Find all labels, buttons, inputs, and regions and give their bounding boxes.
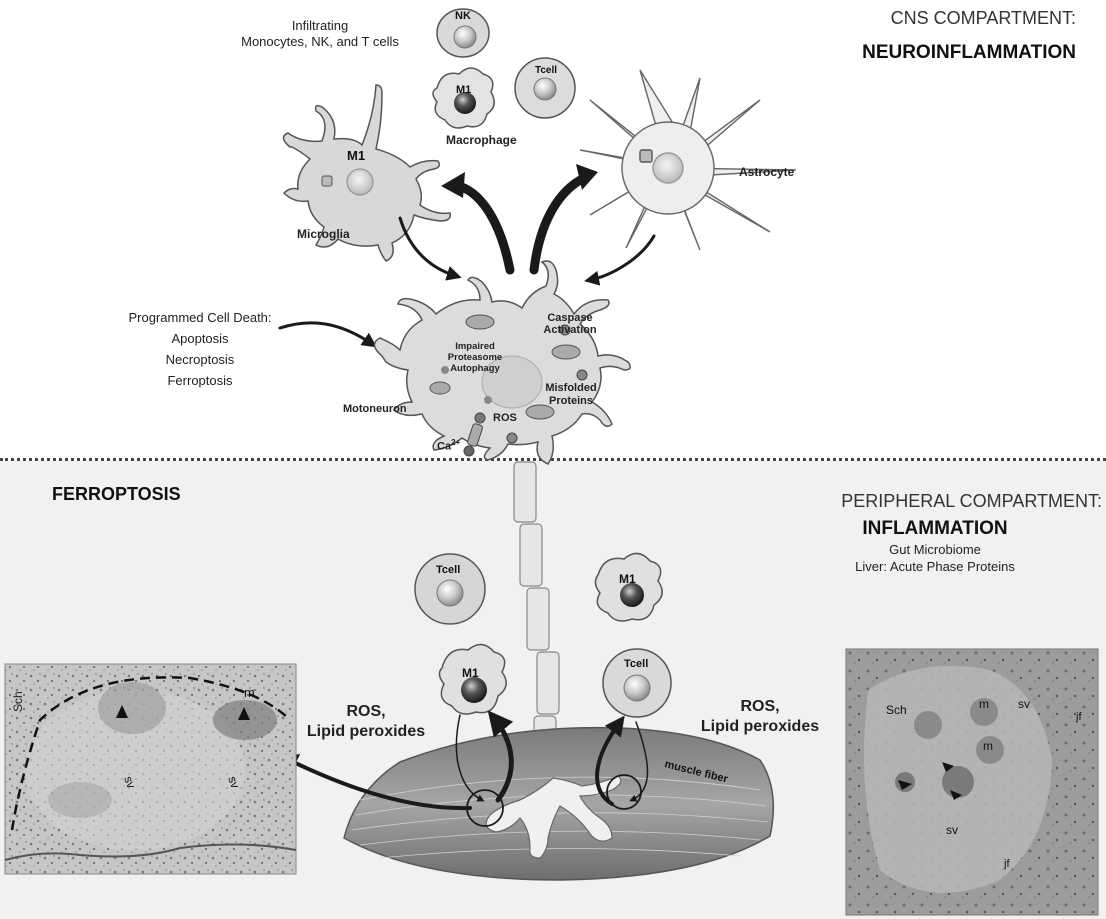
peripheral-line2: Liver: Acute Phase Proteins xyxy=(855,559,1015,574)
misfolded-label: Misfolded Proteins xyxy=(535,382,607,408)
nk-cell-label: NK xyxy=(455,10,471,22)
cns-arrowheads xyxy=(441,164,598,198)
caspase-line2: Activation xyxy=(543,324,597,336)
death-line3: Necroptosis xyxy=(165,352,235,367)
t-cell-cns-label: Tcell xyxy=(535,65,557,76)
t-cell-periph-bottom: Tcell xyxy=(602,648,672,718)
micrograph-right-m1: m xyxy=(979,697,989,711)
death-line1: Programmed Cell Death: xyxy=(128,310,272,325)
micrograph-right: Sch m m sv sv jf jf xyxy=(845,648,1099,916)
macrophage-periph-bottom-label: M1 xyxy=(462,666,479,680)
ros-right-line1: ROS, xyxy=(740,698,780,715)
ros-left-line1: ROS, xyxy=(346,703,386,720)
micrograph-right-sch: Sch xyxy=(886,703,907,717)
impaired-label: Impaired Proteasome Autophagy xyxy=(431,341,519,374)
micrograph-right-jf1: jf xyxy=(1075,711,1082,723)
macrophage-periph-top-label: M1 xyxy=(619,572,636,586)
micrograph-right-m2: m xyxy=(983,739,993,753)
ros-left-line2: Lipid peroxides xyxy=(306,723,426,740)
death-line4: Ferroptosis xyxy=(167,373,233,388)
cns-title: CNS COMPARTMENT: xyxy=(890,8,1076,28)
motoneuron-label: Motoneuron xyxy=(343,403,407,415)
t-cell-periph-top-label: Tcell xyxy=(436,564,460,576)
micrograph-left-sch: Sch xyxy=(11,691,25,712)
micrograph-left-sv1: sv xyxy=(121,774,138,790)
peripheral-subtitle: INFLAMMATION xyxy=(862,518,1008,539)
cns-subtitle: NEUROINFLAMMATION xyxy=(862,42,1076,63)
ros-right-line2: Lipid peroxides xyxy=(700,718,820,735)
infiltrating-line1: Infiltrating xyxy=(291,18,349,33)
programmed-cell-death-label: Programmed Cell Death: Apoptosis Necropt… xyxy=(100,307,300,391)
astrocyte-cell xyxy=(579,69,797,251)
impaired-line1: Impaired xyxy=(455,341,495,352)
t-cell-cns: Tcell xyxy=(514,57,576,119)
calcium-label: Ca2+ xyxy=(437,438,460,453)
death-line2: Apoptosis xyxy=(171,331,229,346)
peripheral-block: INFLAMMATION Gut Microbiome Liver: Acute… xyxy=(800,517,1070,575)
macrophage-m1-label: M1 xyxy=(456,84,471,96)
macrophage-periph-top: M1 xyxy=(594,552,663,622)
micrograph-right-sv2: sv xyxy=(946,823,958,837)
micrograph-left-sv2: sv xyxy=(225,774,242,790)
misfolded-line1: Misfolded xyxy=(545,382,597,394)
peripheral-title: PERIPHERAL COMPARTMENT: xyxy=(841,491,1102,511)
impaired-line2: Proteasome xyxy=(447,352,503,363)
t-cell-periph-bottom-label: Tcell xyxy=(624,658,648,670)
impaired-line3: Autophagy xyxy=(450,363,500,374)
ferroptosis-title: FERROPTOSIS xyxy=(52,484,181,504)
infiltrating-label: Infiltrating Monocytes, NK, and T cells xyxy=(210,18,430,50)
micrograph-left: Sch m sv sv xyxy=(4,663,297,875)
macrophage-label: Macrophage xyxy=(446,133,517,147)
misfolded-line2: Proteins xyxy=(548,395,593,407)
macrophage-cns: M1 xyxy=(432,67,495,129)
micrograph-left-m: m xyxy=(244,685,255,700)
muscle-fiber xyxy=(343,726,775,881)
microglia-m1-label: M1 xyxy=(347,148,365,163)
ros-lipid-left: ROS, Lipid peroxides xyxy=(296,702,436,742)
infiltrating-line2: Monocytes, NK, and T cells xyxy=(241,34,399,49)
motoneuron-cell xyxy=(373,260,631,465)
peripheral-line1: Gut Microbiome xyxy=(889,542,981,557)
peripheral-arrows xyxy=(277,710,649,827)
macrophage-periph-bottom: M1 xyxy=(438,643,507,715)
micrograph-right-sv1: sv xyxy=(1018,697,1030,711)
astrocyte-label: Astrocyte xyxy=(739,165,795,179)
compartment-divider xyxy=(0,458,1106,461)
nk-cell: NK xyxy=(436,8,490,58)
microglia-cell: M1 xyxy=(282,84,452,262)
calcium-text: Ca xyxy=(437,440,452,453)
microglia-label: Microglia xyxy=(297,227,350,241)
ros-cns-label: ROS xyxy=(493,412,517,424)
caspase-line1: Caspase xyxy=(547,312,593,324)
t-cell-periph-top: Tcell xyxy=(414,553,486,625)
calcium-sup: 2+ xyxy=(451,438,461,447)
caspase-label: Caspase Activation xyxy=(535,312,605,336)
ros-lipid-right: ROS, Lipid peroxides xyxy=(690,697,830,737)
micrograph-right-jf2: jf xyxy=(1003,858,1010,870)
